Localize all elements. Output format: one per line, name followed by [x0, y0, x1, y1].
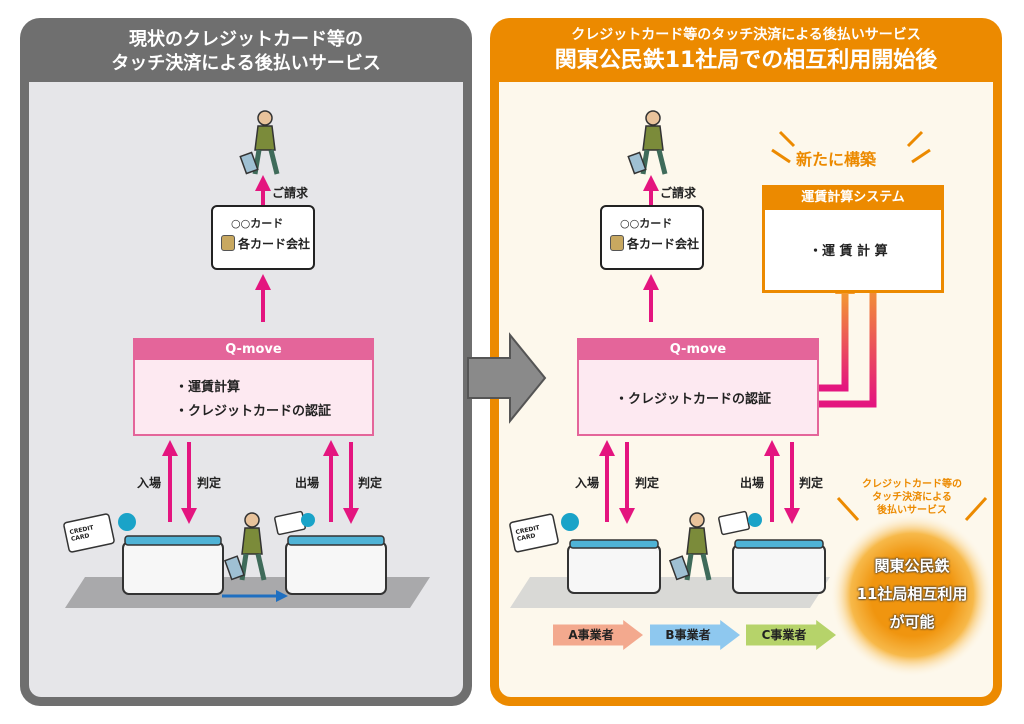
right-judge1-label: 判定 — [635, 476, 660, 490]
from-fare-system-arrow — [800, 280, 877, 408]
left-qmove-box: Q-move ・運賃計算 ・クレジットカードの認証 — [133, 338, 374, 436]
callout-line: タッチ決済による — [872, 492, 952, 503]
qmove-title: Q-move — [135, 340, 372, 360]
right-qmove-box: Q-move ・クレジットカードの認証 — [577, 338, 819, 436]
qmove-title: Q-move — [579, 340, 817, 360]
fare-system-item: ・運 賃 計 算 — [809, 244, 888, 259]
left-entry-label: 入場 — [137, 476, 162, 490]
right-title-line1: クレジットカード等のタッチ決済による後払いサービス — [571, 27, 921, 43]
right-judge2-label: 判定 — [799, 476, 824, 490]
right-title-line2: 関東公民鉄11社局での相互利用開始後 — [554, 48, 938, 73]
operator-label: B事業者 — [665, 628, 711, 642]
credit-card-icons — [63, 510, 750, 553]
callout-text: クレジットカード等の タッチ決済による 後払いサービス — [836, 478, 988, 517]
left-exit-label: 出場 — [295, 476, 320, 490]
right-title: クレジットカード等のタッチ決済による後払いサービス 関東公民鉄11社局での相互利… — [490, 24, 1002, 76]
operator-label: A事業者 — [568, 628, 614, 642]
badge-line: が可能 — [889, 613, 935, 631]
operator-label: C事業者 — [761, 628, 807, 642]
badge-line: 関東公民鉄 — [874, 557, 950, 575]
callout-line: クレジットカード等の — [862, 479, 962, 490]
callout-line: 後払いサービス — [877, 505, 947, 516]
gates — [122, 541, 826, 595]
operator-c-arrow: C事業者 — [746, 620, 836, 650]
left-title: 現状のクレジットカード等の タッチ決済による後払いサービス — [20, 28, 472, 76]
badge-glow — [830, 513, 994, 677]
left-billing-label: ご請求 — [272, 186, 309, 200]
qmove-item: ・クレジットカードの認証 — [175, 404, 332, 419]
right-card-company-box: ○○カード 各カード会社 — [600, 205, 704, 270]
fare-system-title: 運賃計算システム — [765, 188, 941, 210]
left-title-line2: タッチ決済による後払いサービス — [111, 53, 381, 74]
card-brand: ○○カード — [231, 217, 284, 230]
badge-line: 11社局相互利用 — [856, 585, 968, 603]
left-judge1-label: 判定 — [197, 476, 222, 490]
card-brand: ○○カード — [620, 217, 673, 230]
right-exit-label: 出場 — [740, 476, 765, 490]
operator-a-arrow: A事業者 — [553, 620, 643, 650]
right-billing-label: ご請求 — [660, 186, 697, 200]
qmove-item: ・クレジットカードの認証 — [615, 392, 772, 407]
ic-chip-icon — [610, 235, 624, 251]
card-company: 各カード会社 — [238, 237, 311, 251]
left-title-line1: 現状のクレジットカード等の — [129, 29, 363, 50]
traveler-figures — [223, 110, 712, 581]
fare-system-box: 運賃計算システム ・運 賃 計 算 — [762, 185, 944, 293]
transition-arrow — [467, 332, 547, 424]
mutual-use-badge: 関東公民鉄 11社局相互利用 が可能 — [832, 552, 992, 636]
ic-chip-icon — [221, 235, 235, 251]
operator-b-arrow: B事業者 — [650, 620, 740, 650]
new-build-label: 新たに構築 — [796, 150, 877, 169]
left-judge2-label: 判定 — [358, 476, 383, 490]
right-entry-label: 入場 — [575, 476, 600, 490]
left-card-company-box: ○○カード 各カード会社 — [211, 205, 315, 270]
card-company: 各カード会社 — [627, 237, 700, 251]
qmove-item: ・運賃計算 — [175, 380, 241, 395]
